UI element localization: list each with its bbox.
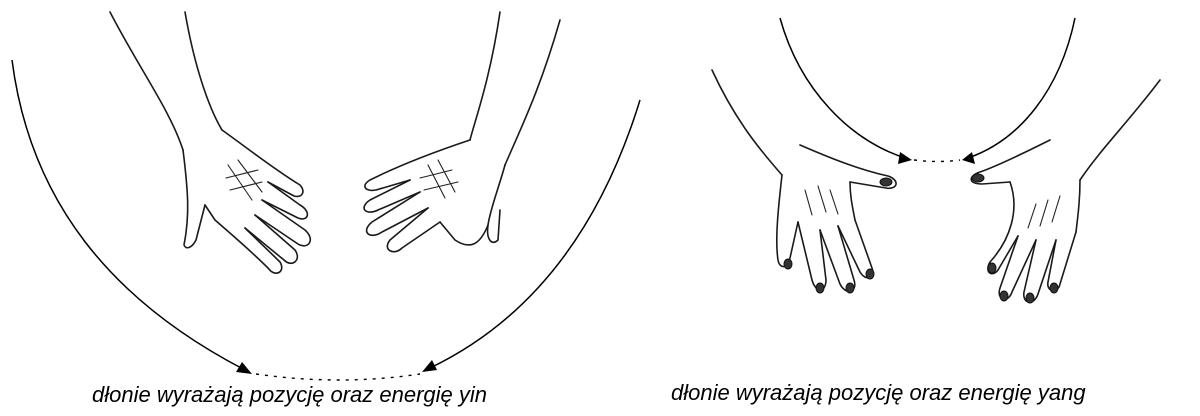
- yin-panel: [12, 12, 640, 380]
- yin-left-hand: [110, 12, 310, 273]
- yin-left-arrowhead: [236, 362, 252, 374]
- yang-right-arc: [968, 18, 1075, 158]
- yin-right-hand: [364, 12, 560, 252]
- yang-caption: dłonie wyrażają pozycję oraz energię yan…: [671, 382, 1086, 404]
- yin-right-arc: [430, 100, 640, 368]
- yang-dashed-join: [914, 160, 960, 162]
- yang-right-hand: [971, 80, 1160, 303]
- yang-panel: [712, 18, 1160, 303]
- yang-left-hand: [712, 70, 896, 293]
- yang-left-arrowhead: [898, 152, 912, 164]
- yin-right-arrowhead: [422, 360, 437, 372]
- yin-caption: dłonie wyrażają pozycję oraz energię yin: [92, 384, 487, 406]
- yang-left-arc: [780, 18, 905, 158]
- yang-right-arrowhead: [962, 152, 975, 164]
- yin-dashed-join: [256, 374, 420, 380]
